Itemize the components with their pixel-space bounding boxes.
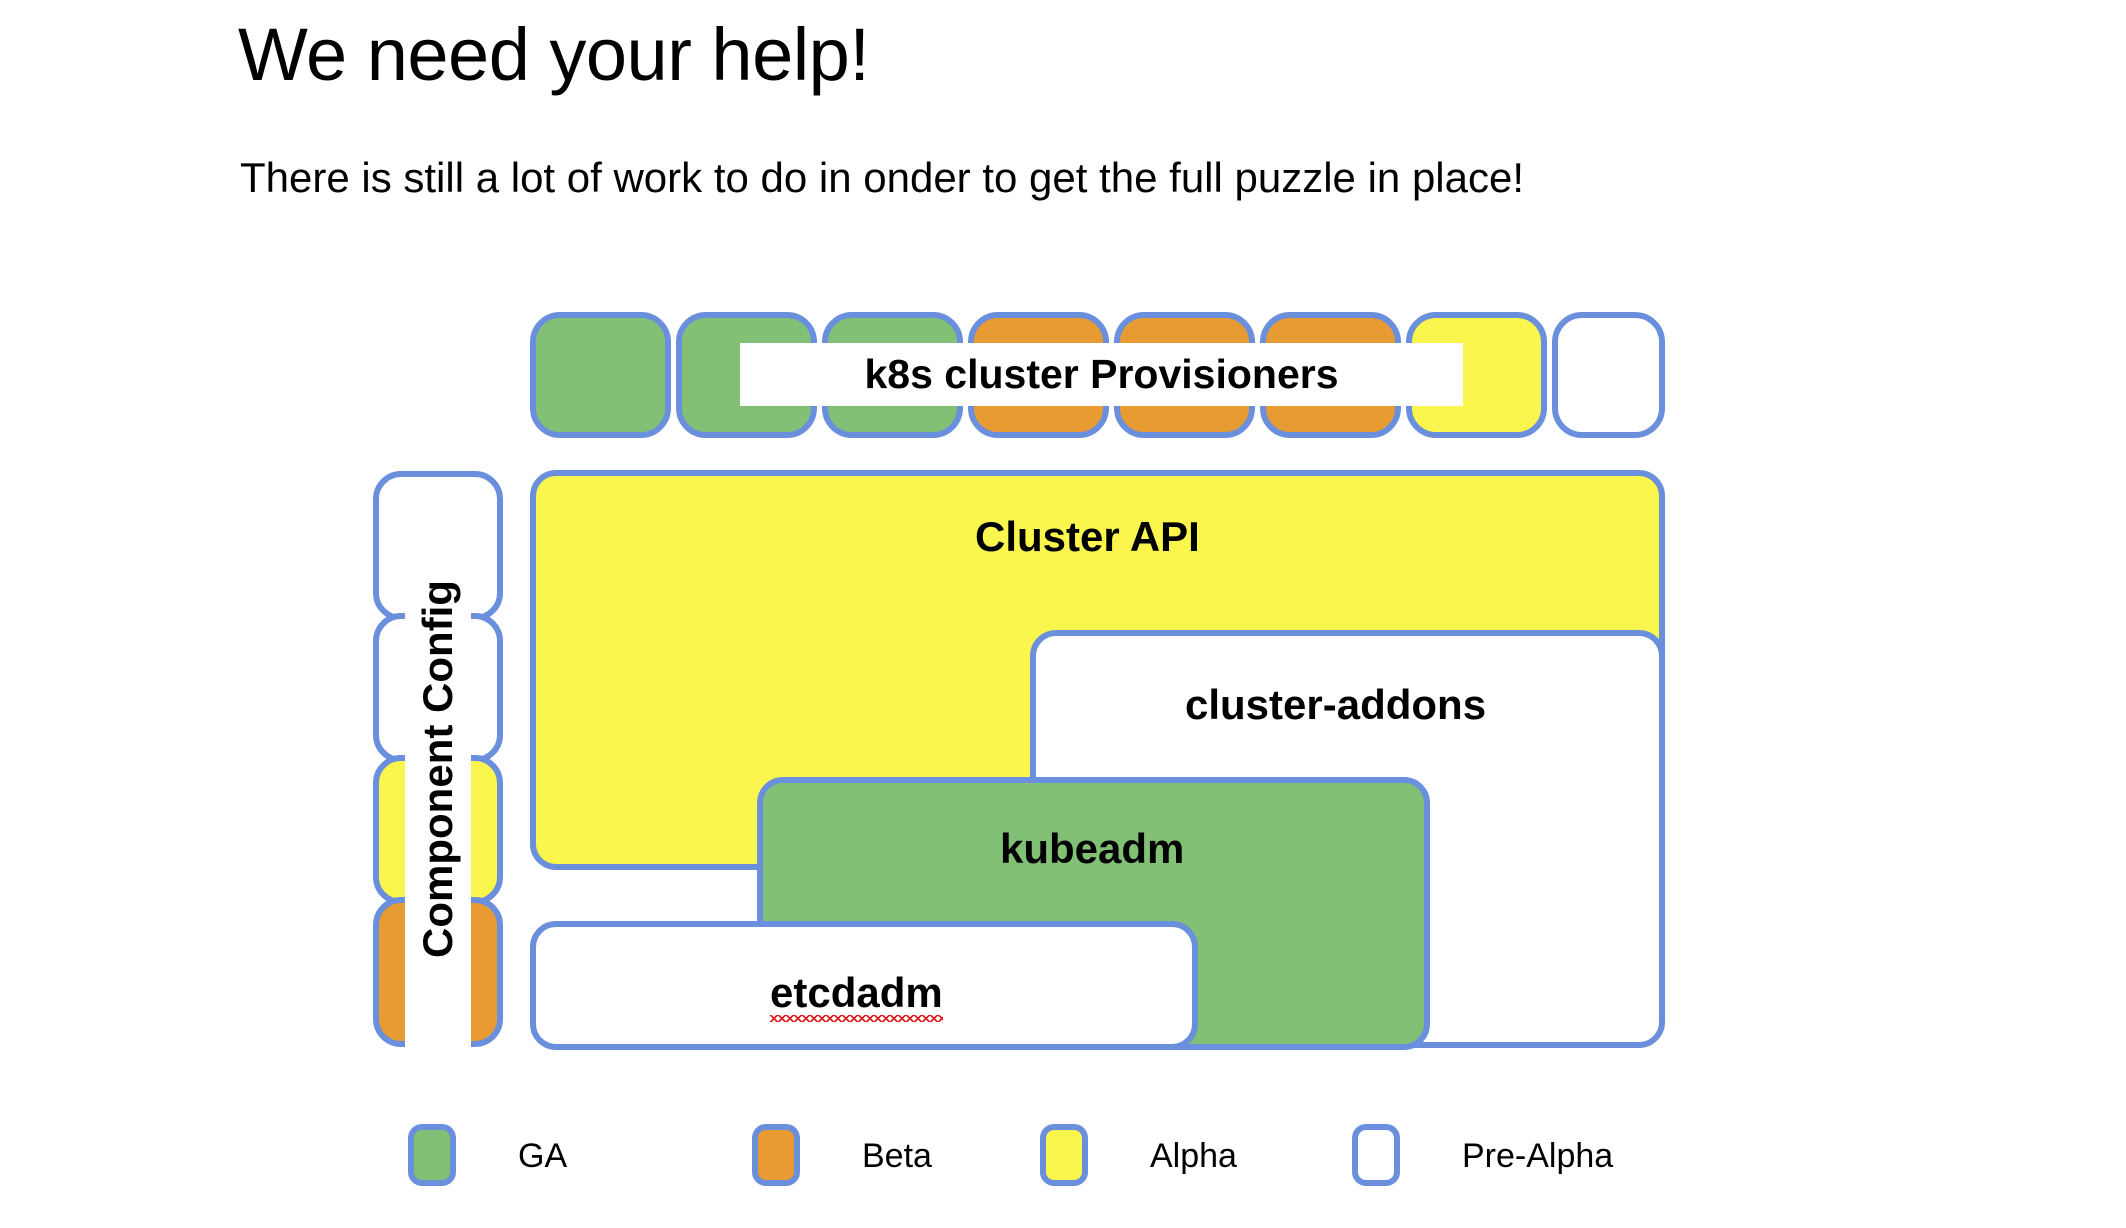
legend-swatch-beta bbox=[752, 1124, 800, 1186]
label-kubeadm: kubeadm bbox=[1000, 825, 1185, 872]
legend: GA Beta Alpha Pre-Alpha bbox=[0, 1124, 2126, 1204]
provisioner-box-8[interactable] bbox=[1552, 312, 1665, 438]
provisioner-row-label: k8s cluster Provisioners bbox=[740, 343, 1463, 406]
provisioner-box-1[interactable] bbox=[530, 312, 671, 438]
legend-swatch-prealpha bbox=[1352, 1124, 1400, 1186]
page-subtitle: There is still a lot of work to do in on… bbox=[240, 154, 1525, 201]
legend-swatch-ga bbox=[408, 1124, 456, 1186]
component-config-label: Component Config bbox=[405, 490, 471, 1048]
legend-label-ga: GA bbox=[518, 1137, 568, 1175]
page-title: We need your help! bbox=[238, 13, 870, 96]
legend-label-alpha: Alpha bbox=[1150, 1137, 1237, 1175]
legend-label-prealpha: Pre-Alpha bbox=[1462, 1137, 1614, 1175]
label-etcdadm: etcdadm bbox=[770, 969, 943, 1016]
label-etcdadm-text: etcdadm bbox=[770, 969, 943, 1022]
label-cluster-api: Cluster API bbox=[975, 513, 1200, 560]
label-cluster-addons: cluster-addons bbox=[1185, 681, 1487, 728]
legend-label-beta: Beta bbox=[862, 1137, 932, 1175]
legend-swatch-alpha bbox=[1040, 1124, 1088, 1186]
component-config-label-text: Component Config bbox=[414, 580, 462, 958]
